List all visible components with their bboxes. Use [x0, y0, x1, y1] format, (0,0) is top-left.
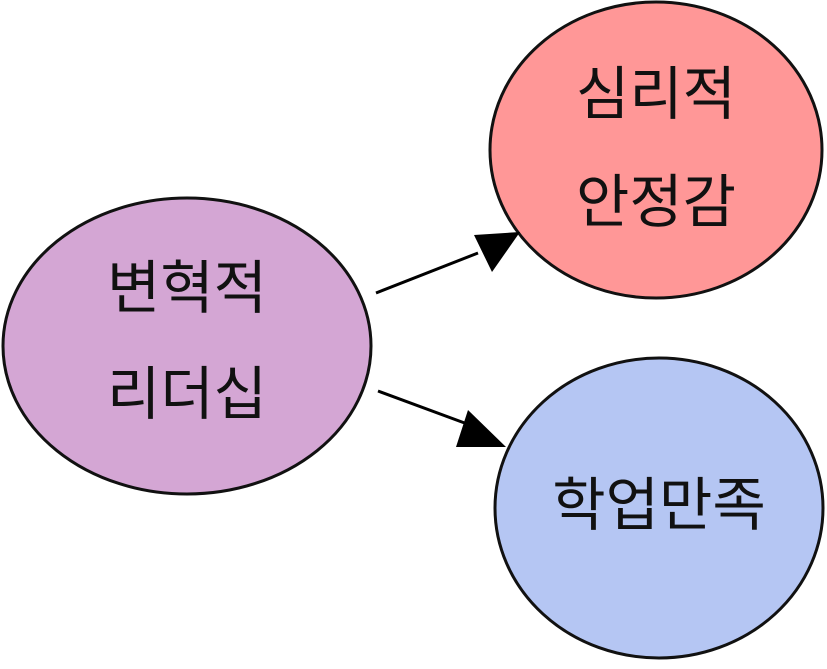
node-leadership-line-2: 리더십 — [107, 360, 267, 428]
arrow-leadership-to-psych-safety — [375, 232, 520, 295]
arrow-upper-head — [474, 232, 520, 272]
node-transformational-leadership: 변혁적 리더십 — [1, 196, 373, 496]
arrow-lower-head — [456, 410, 506, 447]
node-psychological-safety: 심리적 안정감 — [488, 0, 824, 300]
node-leadership-shape — [1, 196, 373, 496]
arrow-leadership-to-satisfaction — [377, 389, 506, 447]
node-psych-safety-shape — [488, 0, 824, 300]
arrow-lower-shaft — [377, 389, 471, 427]
arrow-upper-shaft — [375, 251, 479, 295]
node-psych-safety-line-2: 안정감 — [576, 168, 736, 236]
node-satisfaction-shape — [493, 356, 825, 660]
node-psych-safety-line-1: 심리적 — [576, 60, 736, 128]
node-satisfaction-line-1: 학업만족 — [552, 471, 765, 539]
node-leadership-line-1: 변혁적 — [107, 254, 267, 322]
node-academic-satisfaction: 학업만족 — [493, 356, 825, 660]
